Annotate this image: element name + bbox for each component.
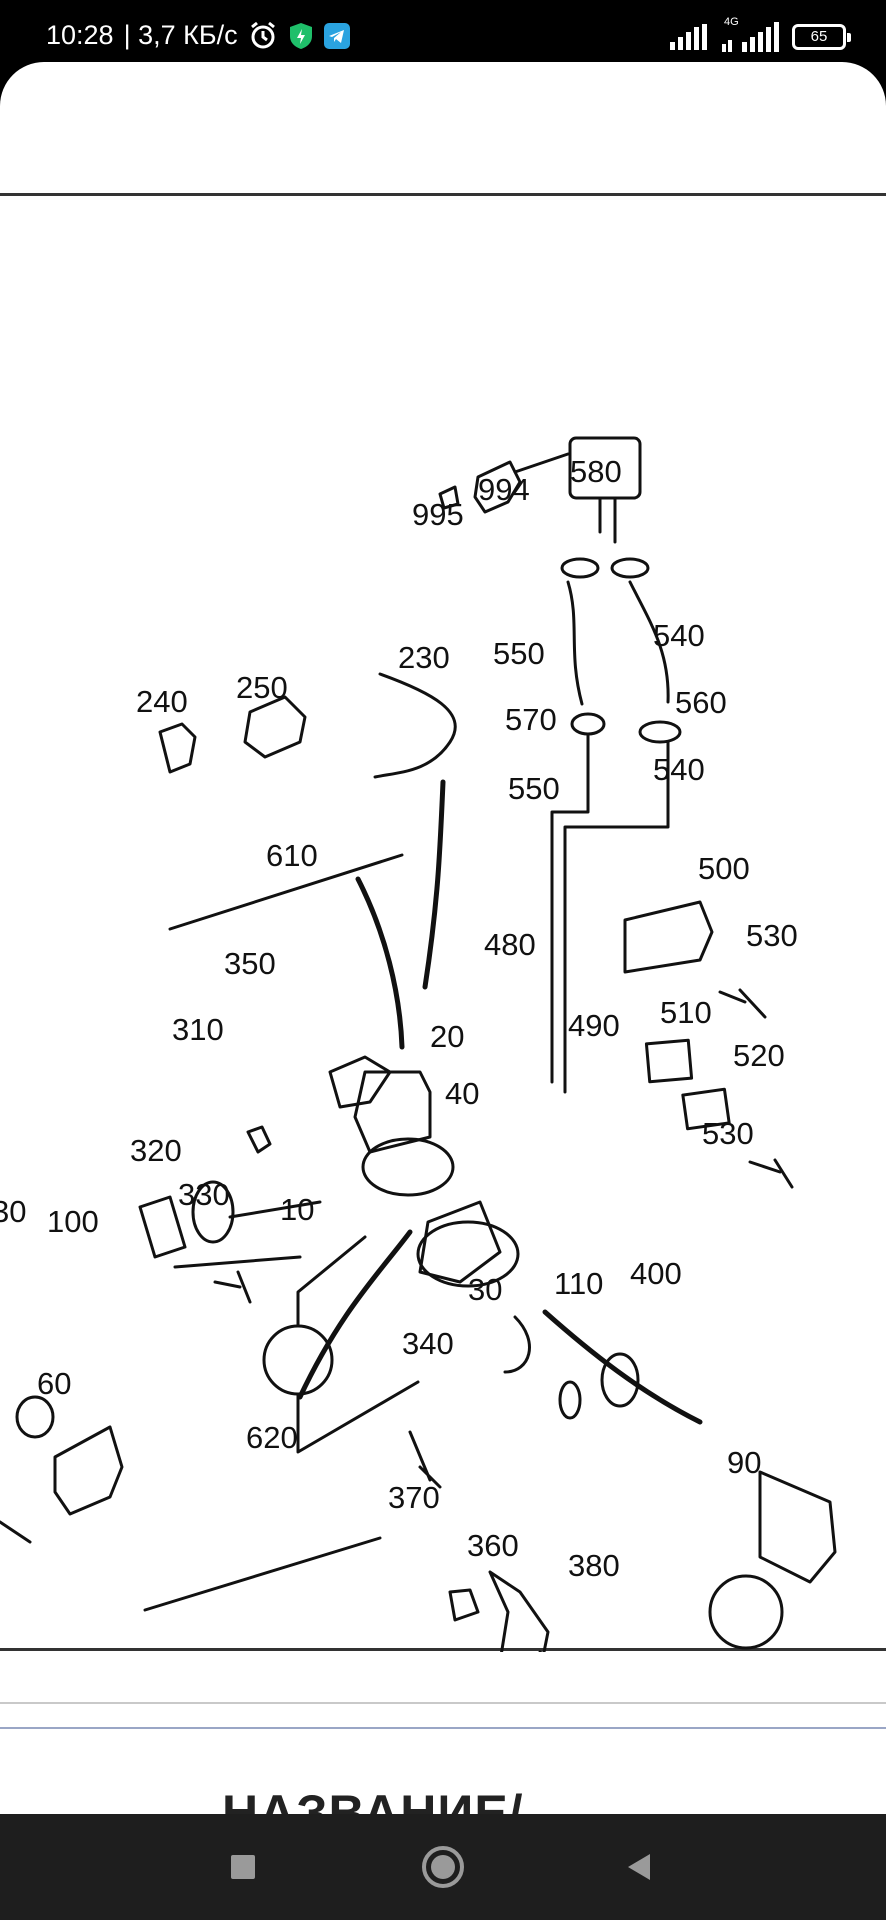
part-label[interactable]: 530 (746, 918, 798, 953)
divider-top (0, 193, 886, 196)
telegram-icon (323, 22, 350, 49)
part-label[interactable]: 10 (280, 1192, 314, 1227)
part-label[interactable]: 110 (554, 1266, 603, 1301)
status-left: 10:28 | 3,7 КБ/с (46, 20, 350, 51)
part-label[interactable]: 350 (224, 946, 276, 981)
content-sheet: НАЗВАНИЕ/ (0, 62, 886, 1814)
part-label[interactable]: 370 (388, 1480, 440, 1515)
part-label[interactable]: 100 (47, 1204, 99, 1239)
part-label[interactable]: 240 (136, 684, 188, 719)
square-icon (231, 1855, 255, 1879)
shield-icon (289, 22, 312, 49)
signal-icon (670, 24, 707, 50)
part-label[interactable]: 340 (402, 1326, 454, 1361)
part-label[interactable]: 90 (727, 1445, 761, 1480)
battery-icon: 65 (792, 24, 851, 50)
part-label[interactable]: 550 (508, 771, 560, 806)
page-heading: НАЗВАНИЕ/ (222, 1785, 524, 1814)
part-label[interactable]: 610 (266, 838, 318, 873)
part-label[interactable]: 530 (702, 1116, 754, 1151)
part-label[interactable]: 994 (478, 472, 530, 507)
part-label[interactable]: 580 (570, 454, 622, 489)
status-right: 4G 65 (670, 16, 851, 52)
part-label[interactable]: 60 (37, 1366, 71, 1401)
part-label[interactable]: 995 (412, 497, 464, 532)
part-label[interactable]: 510 (660, 995, 712, 1030)
part-label[interactable]: 480 (484, 927, 536, 962)
parts-diagram[interactable]: 995 994 580 540 550 560 570 550 540 230 … (0, 212, 886, 1652)
part-label[interactable]: 330 (178, 1177, 230, 1212)
triangle-back-icon (628, 1854, 650, 1880)
divider-light (0, 1702, 886, 1704)
signal-4g-icon: 4G (720, 16, 782, 52)
circle-icon (422, 1846, 464, 1888)
part-label[interactable]: 540 (653, 618, 705, 653)
part-label[interactable]: 620 (246, 1420, 298, 1455)
part-label[interactable]: 550 (493, 636, 545, 671)
part-label[interactable]: 570 (505, 702, 557, 737)
network-type: 4G (724, 16, 739, 28)
status-speed: | 3,7 КБ/с (123, 20, 238, 50)
part-label[interactable]: 540 (653, 752, 705, 787)
part-label[interactable]: 250 (236, 670, 288, 705)
part-label[interactable]: 30 (0, 1194, 26, 1229)
part-label[interactable]: 30 (468, 1272, 502, 1307)
status-time: 10:28 (46, 20, 114, 50)
battery-level: 65 (810, 28, 828, 45)
navigation-bar (0, 1814, 886, 1920)
recents-button[interactable] (218, 1842, 268, 1892)
divider-accent (0, 1727, 886, 1729)
part-label[interactable]: 560 (675, 685, 727, 720)
part-label[interactable]: 520 (733, 1038, 785, 1073)
divider-bottom (0, 1648, 886, 1651)
part-label[interactable]: 380 (568, 1548, 620, 1583)
alarm-icon (250, 21, 275, 48)
home-button[interactable] (418, 1842, 468, 1892)
part-label[interactable]: 310 (172, 1012, 224, 1047)
part-label[interactable]: 20 (430, 1019, 464, 1054)
part-label[interactable]: 360 (467, 1528, 519, 1563)
part-label[interactable]: 490 (568, 1008, 620, 1043)
part-label[interactable]: 500 (698, 851, 750, 886)
part-label[interactable]: 400 (630, 1256, 682, 1291)
back-button[interactable] (615, 1842, 665, 1892)
part-label[interactable]: 40 (445, 1076, 479, 1111)
part-label[interactable]: 230 (398, 640, 450, 675)
part-label[interactable]: 320 (130, 1133, 182, 1168)
